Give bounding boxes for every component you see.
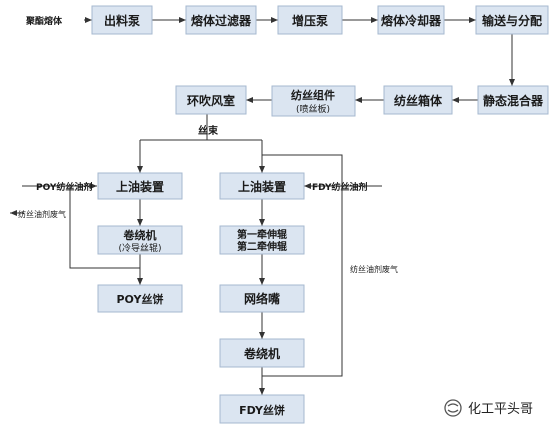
watermark-text: 化工平头哥 bbox=[468, 402, 533, 417]
node-discharge-pump: 出料泵 bbox=[91, 5, 153, 35]
node-label: 上油装置 bbox=[116, 179, 164, 194]
node-fdy-draw-rolls: 第一牵伸辊 第二牵伸辊 bbox=[219, 225, 305, 255]
node-sublabel: (冷导丝辊) bbox=[118, 242, 161, 254]
node-label: 第二牵伸辊 bbox=[237, 240, 287, 253]
node-ring-quench: 环吹风室 bbox=[175, 85, 247, 115]
node-conveying-distribution: 输送与分配 bbox=[475, 5, 549, 35]
node-spin-pack: 纺丝组件 (喷丝板) bbox=[271, 85, 356, 117]
node-label: 静态混合器 bbox=[483, 93, 544, 108]
node-fdy-oiling-device: 上油装置 bbox=[219, 172, 305, 200]
node-label: 出料泵 bbox=[104, 13, 140, 28]
node-poy-product: POY丝饼 bbox=[97, 284, 183, 313]
poy-exhaust-label: 纺丝油剂废气 bbox=[18, 209, 66, 219]
node-fdy-product: FDY丝饼 bbox=[219, 394, 305, 424]
node-label: 熔体冷却器 bbox=[381, 13, 442, 28]
node-poy-winder: 卷绕机 (冷导丝辊) bbox=[97, 225, 183, 255]
flow-edges bbox=[10, 17, 515, 395]
fdy-exhaust-label: 纺丝油剂废气 bbox=[350, 264, 398, 274]
watermark: 化工平头哥 bbox=[444, 399, 533, 417]
node-label: 增压泵 bbox=[292, 13, 328, 28]
node-poy-oiling-device: 上油装置 bbox=[97, 172, 183, 200]
node-booster-pump: 增压泵 bbox=[277, 5, 343, 35]
tow-label: 丝束 bbox=[198, 124, 219, 137]
node-label: 纺丝箱体 bbox=[394, 93, 443, 108]
node-label: 网络嘴 bbox=[244, 291, 280, 306]
node-fdy-network-nozzle: 网络嘴 bbox=[219, 284, 305, 313]
fdy-oil-agent-label: FDY纺丝油剂 bbox=[312, 181, 367, 193]
node-label: 熔体过滤器 bbox=[191, 13, 252, 28]
node-sublabel: (喷丝板) bbox=[296, 103, 330, 115]
node-fdy-winder: 卷绕机 bbox=[219, 338, 305, 368]
node-label: 纺丝组件 bbox=[291, 88, 335, 102]
node-melt-filter: 熔体过滤器 bbox=[185, 5, 257, 35]
node-label: FDY丝饼 bbox=[239, 403, 285, 417]
poy-oil-agent-label: POY纺丝油剂 bbox=[36, 181, 92, 193]
node-spinning-box: 纺丝箱体 bbox=[383, 85, 453, 115]
node-label: POY丝饼 bbox=[117, 292, 164, 306]
edge-fdy-bypass bbox=[262, 154, 343, 377]
wechat-channel-icon bbox=[444, 399, 462, 417]
feed-label: 聚酯熔体 bbox=[25, 15, 63, 27]
node-label: 环吹风室 bbox=[187, 93, 235, 108]
node-label: 卷绕机 bbox=[243, 346, 280, 361]
node-label: 输送与分配 bbox=[482, 13, 542, 28]
edge-poy-bypass bbox=[69, 186, 140, 269]
node-label: 第一牵伸辊 bbox=[237, 228, 287, 241]
node-label: 上油装置 bbox=[238, 179, 286, 194]
node-static-mixer: 静态混合器 bbox=[477, 85, 549, 115]
node-label: 卷绕机 bbox=[123, 228, 157, 242]
node-melt-cooler: 熔体冷却器 bbox=[377, 5, 445, 35]
